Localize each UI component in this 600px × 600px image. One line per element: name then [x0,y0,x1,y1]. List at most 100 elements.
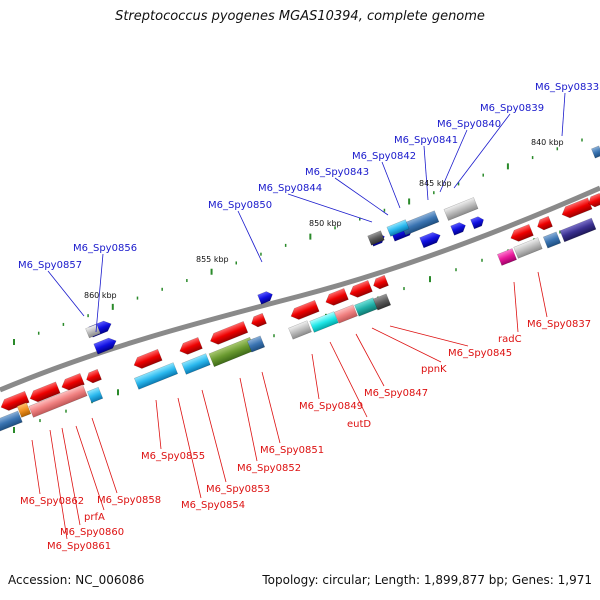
gene-feature [246,335,266,353]
label-leaders [31,92,566,540]
leader-line [47,270,85,317]
forward-gene-label: M6_Spy0833 [535,82,599,93]
gene-feature [510,223,534,242]
forward-gene-label: M6_Spy0843 [305,167,369,178]
forward-gene-label: M6_Spy0844 [258,183,322,194]
leader-line [239,377,258,462]
kbp-label: 850 kbp [309,219,342,228]
gene-feature [419,232,441,249]
leader-line [61,427,81,526]
gene-feature [334,304,358,324]
gene-feature [386,219,410,237]
gene-feature [349,279,373,298]
leader-line [561,92,566,137]
gene-feature [400,210,440,236]
reverse-gene-label: M6_Spy0853 [206,484,270,495]
reverse-gene-label: prfA [84,512,105,523]
forward-gene-label: M6_Spy0857 [18,260,82,271]
gene-feature [29,381,61,403]
gene-feature [133,362,179,390]
genome-backbone [0,185,600,393]
gene-feature [470,216,484,230]
leader-line [513,281,519,333]
reverse-gene-label: M6_Spy0849 [299,401,363,412]
leader-line [95,253,104,333]
gene-feature [179,336,203,355]
gene-feature [210,320,249,345]
leader-line [329,341,368,418]
gene-feature [0,390,30,411]
gene-feature [497,248,517,266]
leader-line [371,327,442,363]
leader-line [49,429,68,540]
gene-feature [133,348,163,369]
gene-feature [86,386,104,404]
leader-line [177,397,202,499]
leader-line [75,425,105,511]
leader-line [287,193,373,223]
leader-line [31,439,41,495]
kbp-label: 855 kbp [196,255,229,264]
reverse-gene-label: M6_Spy0852 [237,463,301,474]
map-title: Streptococcus pyogenes MGAS10394, comple… [115,9,485,24]
position-labels: 860 kbp 855 kbp 850 kbp 845 kbp 840 kbp [84,138,564,300]
gene-feature [290,299,320,320]
gene-feature [257,291,273,305]
leader-line [261,371,281,444]
gene-feature [542,231,562,249]
genome-summary-text: Topology: circular; Length: 1,899,877 bp… [262,573,592,587]
reverse-gene-label: M6_Spy0858 [97,495,161,506]
leader-line [334,177,389,216]
gene-feature [325,287,349,306]
reverse-gene-label: M6_Spy0837 [527,319,591,330]
kbp-label: 860 kbp [84,291,117,300]
leader-line [237,210,263,263]
accession-text: Accession: NC_006086 [8,573,145,587]
reverse-gene-label: M6_Spy0851 [260,445,324,456]
gene-feature [16,402,32,418]
leader-line [453,113,511,189]
gene-feature [443,197,479,221]
forward-gene-label: M6_Spy0839 [480,103,544,114]
gene-feature [450,222,466,236]
gene-feature [537,215,553,231]
leader-line [439,129,468,193]
gene-feature [372,293,392,311]
reverse-gene-label: M6_Spy0862 [20,496,84,507]
forward-gene-label: M6_Spy0842 [352,151,416,162]
reverse-gene-label: eutD [347,419,371,430]
gene-labels: M6_Spy0857 M6_Spy0856 M6_Spy0850 M6_Spy0844… [18,82,599,552]
reverse-gene-label: M6_Spy0847 [364,388,428,399]
reverse-gene-label: radC [498,334,522,345]
gene-feature [28,384,88,418]
leader-line [381,161,401,209]
kbp-label: 845 kbp [419,179,452,188]
gene-feature [559,217,597,243]
gene-feature [288,320,312,340]
gene-feature [93,337,117,355]
leader-line [423,145,429,201]
forward-gene-label: M6_Spy0850 [208,200,272,211]
leader-line [201,389,227,483]
gene-feature [561,197,593,219]
gene-feature [309,311,339,333]
forward-gene-label: M6_Spy0841 [394,135,458,146]
leader-line [355,333,385,387]
reverse-gene-label: ppnK [421,364,447,375]
forward-gene-label: M6_Spy0840 [437,119,501,130]
reverse-gene-label: M6_Spy0860 [60,527,124,538]
leader-line [389,325,469,347]
forward-gene-label: M6_Spy0856 [73,243,137,254]
gene-feature [86,368,102,384]
gene-feature [591,145,600,159]
leader-line [311,353,320,400]
reverse-gene-label: M6_Spy0855 [141,451,205,462]
reverse-gene-label: M6_Spy0845 [448,348,512,359]
gene-feature [0,410,23,432]
leader-line [537,271,548,318]
gene-feature [513,237,543,259]
kbp-label: 840 kbp [531,138,564,147]
reverse-gene-label: M6_Spy0854 [181,500,245,511]
gene-feature [181,353,211,375]
leader-line [91,417,118,494]
